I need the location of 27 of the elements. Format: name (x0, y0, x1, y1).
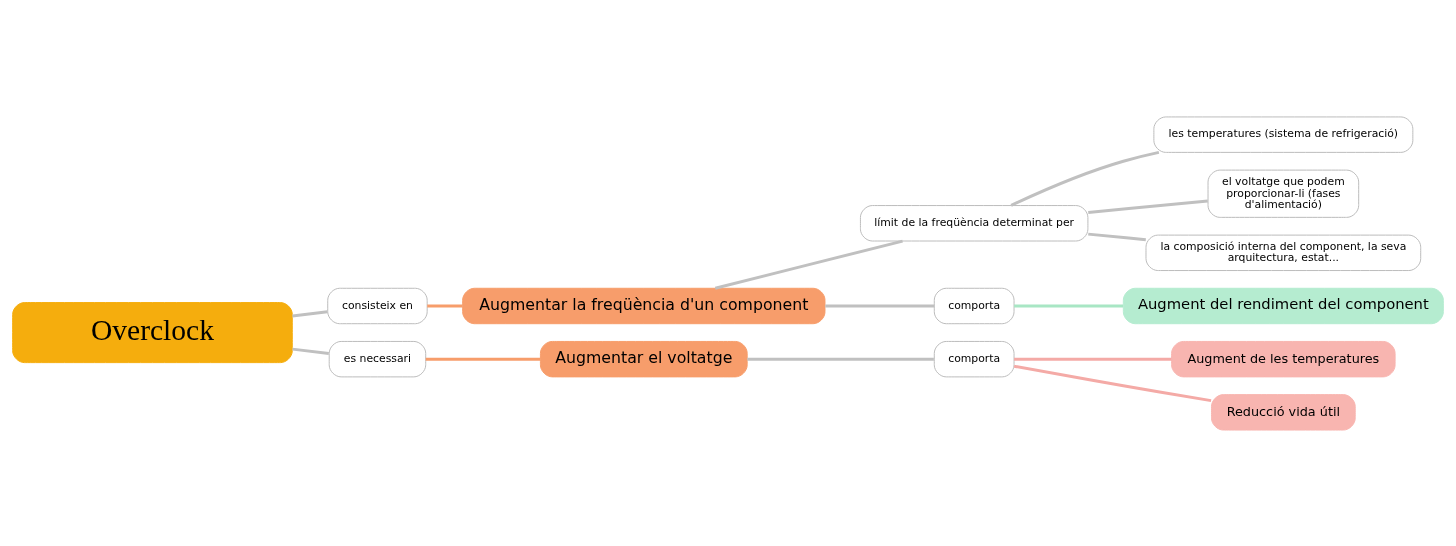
node-box: consisteix en (327, 287, 428, 324)
node-box: Overclock (12, 301, 293, 363)
connector (1014, 357, 1172, 361)
node-box: es necessari (328, 340, 427, 377)
connector (425, 357, 541, 361)
node-box: les temperatures (sistema de refrigeració) (1153, 115, 1414, 153)
node-box: Augment de les temperatures (1171, 340, 1396, 377)
connector (292, 309, 328, 317)
connector (1013, 364, 1212, 402)
connector (1014, 304, 1124, 307)
node-box: la composició interna del component, la seva arquitectura, estat... (1145, 234, 1422, 271)
node-box: comporta (933, 287, 1015, 324)
node-box: límit de la freqüència determinat per (859, 204, 1089, 241)
node-box: Augmentar la freqüència d'un component (462, 287, 826, 324)
connector (427, 304, 463, 307)
node-box: comporta (933, 340, 1015, 377)
node-box: Reducció vida útil (1211, 393, 1356, 431)
connector (714, 239, 903, 290)
node-box: Augmentar el voltatge (539, 340, 748, 377)
connector (1088, 232, 1146, 241)
node-box: Augment del rendiment del component (1122, 287, 1444, 324)
connector (825, 304, 935, 307)
connector (1088, 198, 1208, 214)
connector (292, 347, 329, 355)
connector (1010, 150, 1160, 207)
node-box: el voltatge que podem proporcionar-li (fases d'alimentació) (1207, 169, 1360, 218)
connector (747, 357, 934, 361)
